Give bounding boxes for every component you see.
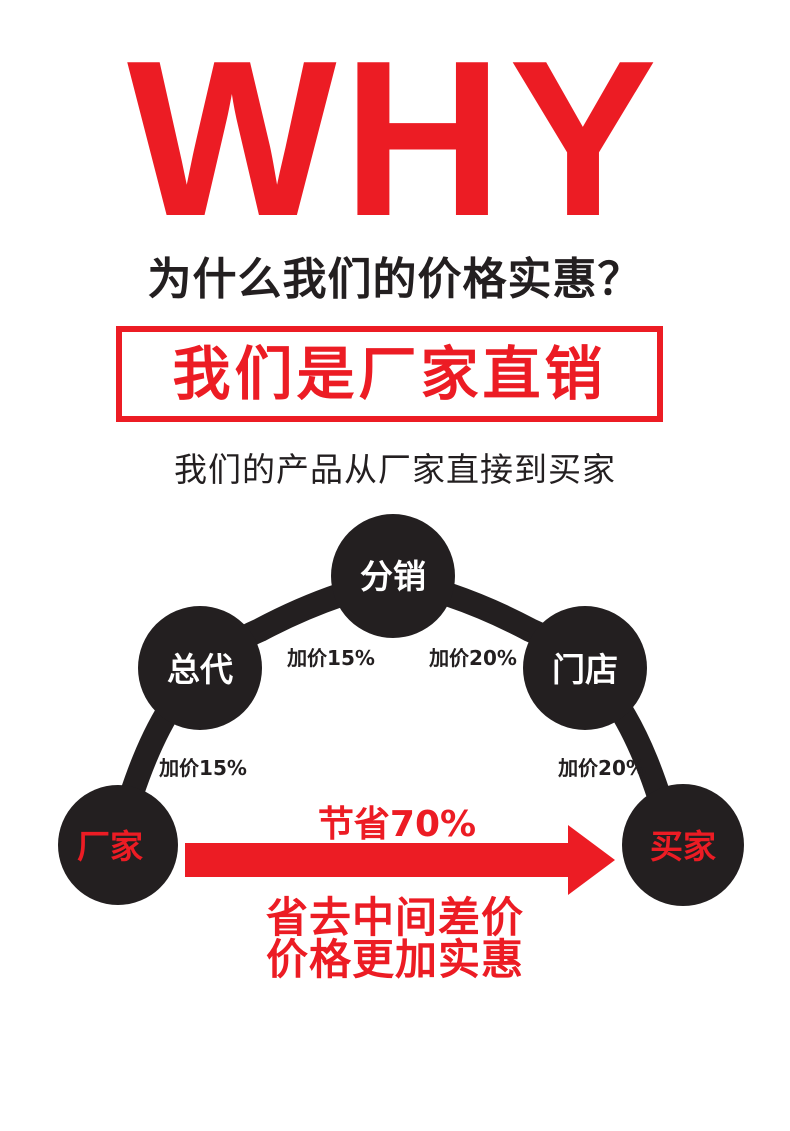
question-heading: 为什么我们的价格实惠？ — [147, 254, 643, 305]
node-distribution: 分销 — [331, 514, 455, 638]
markup-factory-to-agent: 加价15% — [158, 756, 247, 780]
markup-distribution-to-store: 加价20% — [428, 646, 517, 670]
savings-arrow — [185, 825, 615, 895]
node-factory: 厂家 — [58, 785, 178, 905]
why-headline: WHY — [127, 15, 663, 263]
markup-agent-to-distribution: 加价15% — [286, 646, 375, 670]
node-general-agent: 总代 — [138, 606, 262, 730]
node-buyer-label: 买家 — [650, 827, 716, 866]
bottom-line-1: 省去中间差价 — [265, 893, 524, 942]
markup-store-to-buyer: 加价20% — [557, 756, 646, 780]
subline-text: 我们的产品从厂家直接到买家 — [174, 450, 616, 489]
bottom-line-2: 价格更加实惠 — [265, 935, 524, 984]
node-distribution-label: 分销 — [360, 557, 426, 596]
answer-text: 我们是厂家直销 — [172, 340, 607, 408]
node-factory-label: 厂家 — [77, 827, 143, 866]
savings-label: 节省70% — [318, 804, 476, 845]
node-store-label: 门店 — [552, 650, 618, 689]
node-general-agent-label: 总代 — [167, 650, 233, 689]
node-store: 门店 — [523, 606, 647, 730]
answer-box: 我们是厂家直销 — [116, 326, 663, 422]
node-buyer: 买家 — [622, 784, 744, 906]
